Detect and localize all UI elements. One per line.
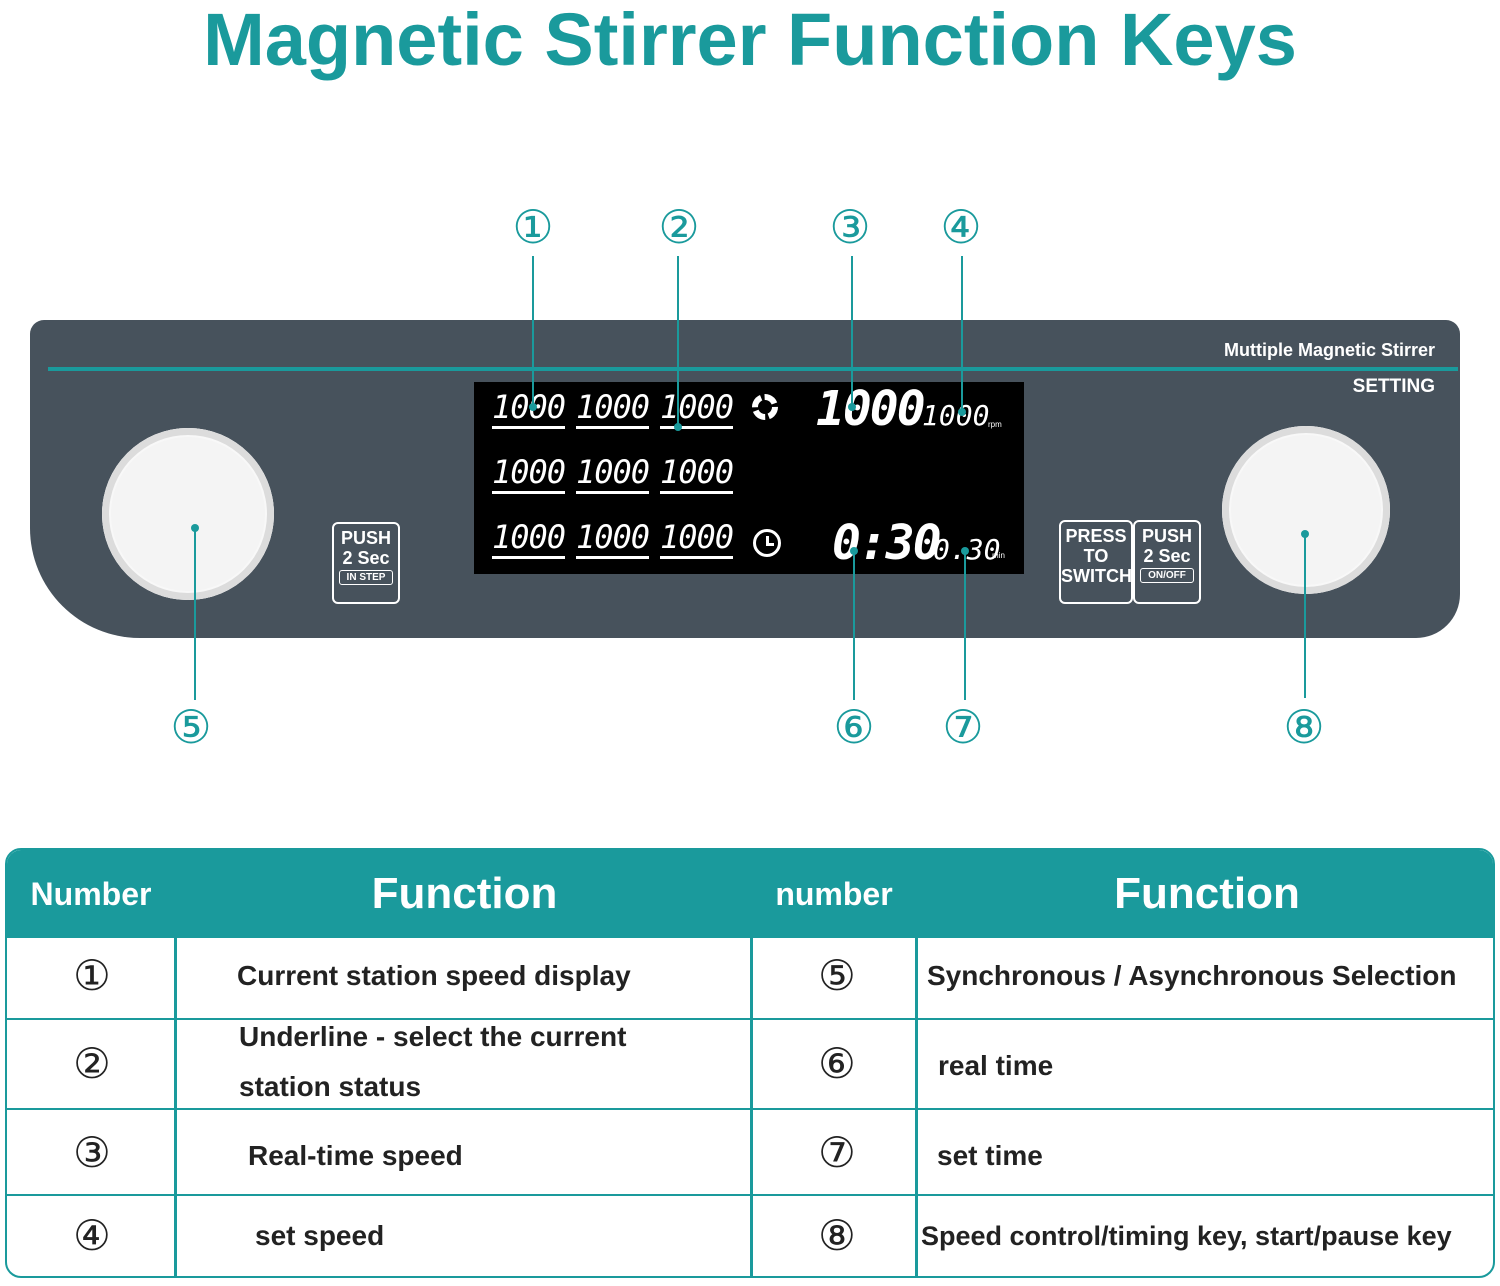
- in-step-button-line2: 2 Sec: [342, 548, 390, 568]
- column-divider: [174, 850, 177, 1276]
- callout-1: ①: [512, 200, 554, 254]
- leader-line-7: [964, 550, 966, 700]
- header-number-left: Number: [30, 876, 152, 912]
- speed-timing-knob[interactable]: [1222, 426, 1390, 594]
- row4-function-right: Speed control/timing key, start/pause ke…: [921, 1221, 1452, 1251]
- row1-number-left: ①: [73, 951, 111, 1000]
- row4-number-left: ④: [73, 1211, 111, 1260]
- row1-number-right: ⑤: [818, 951, 856, 1000]
- row-divider: [7, 1018, 1493, 1020]
- on-off-button-line1: PUSH: [1141, 526, 1192, 546]
- clock-icon: [753, 529, 781, 557]
- accent-stripe: [48, 367, 1458, 371]
- function-table: Number Function number Function ① Curren…: [5, 848, 1495, 1278]
- switch-button-line3: SWITCH: [1061, 566, 1132, 586]
- leader-line-4: [961, 256, 963, 411]
- column-divider: [915, 850, 918, 1276]
- row-divider: [7, 1108, 1493, 1110]
- callout-2: ②: [658, 200, 700, 254]
- callout-5: ⑤: [170, 700, 212, 754]
- header-function-left: Function: [371, 869, 558, 918]
- on-off-button-sub: ON/OFF: [1140, 568, 1194, 583]
- on-off-button-line2: 2 Sec: [1143, 546, 1191, 566]
- row2-function-right: real time: [938, 1050, 1054, 1081]
- row2-number-left: ②: [73, 1039, 111, 1088]
- leader-dot-1: [529, 403, 537, 411]
- realtime-time: 0:30: [832, 515, 942, 571]
- device-brand: Muttiple Magnetic Stirrer: [1223, 340, 1435, 360]
- row4-function-left: set speed: [255, 1220, 385, 1251]
- time-unit: min: [992, 551, 1005, 560]
- station-speed-6: 1000: [660, 455, 734, 494]
- station-speed-9: 1000: [660, 520, 734, 559]
- row2-number-right: ⑥: [818, 1039, 856, 1088]
- in-step-button-line1: PUSH: [340, 528, 391, 548]
- row3-function-right: set time: [937, 1140, 1043, 1171]
- leader-line-2: [677, 256, 679, 426]
- leader-dot-5: [191, 524, 199, 532]
- row1-function-right: Synchronous / Asynchronous Selection: [927, 960, 1457, 991]
- callout-8: ⑧: [1283, 700, 1325, 754]
- row1-function-left: Current station speed display: [237, 960, 631, 991]
- rotation-icon: [752, 394, 778, 420]
- row2-function-left-line1: Underline - select the current: [239, 1021, 627, 1052]
- callout-6: ⑥: [833, 700, 875, 754]
- switch-button[interactable]: PRESS TO SWITCH: [1059, 520, 1133, 604]
- leader-line-5: [194, 528, 196, 700]
- callout-7: ⑦: [942, 700, 984, 754]
- station-speed-2: 1000: [576, 390, 650, 429]
- leader-line-1: [532, 256, 534, 406]
- switch-button-line2: TO: [1083, 546, 1109, 566]
- setting-label: SETTING: [1352, 376, 1435, 397]
- leader-dot-4: [958, 408, 966, 416]
- row3-function-left: Real-time speed: [248, 1140, 463, 1171]
- station-speed-1: 1000: [492, 390, 566, 429]
- sync-async-knob[interactable]: [102, 428, 274, 600]
- leader-line-3: [851, 256, 853, 406]
- row3-number-left: ③: [73, 1128, 111, 1177]
- in-step-button[interactable]: PUSH 2 Sec IN STEP: [332, 522, 400, 604]
- station-speed-7: 1000: [492, 520, 566, 559]
- column-divider: [750, 850, 753, 1276]
- switch-button-line1: PRESS: [1065, 526, 1127, 546]
- on-off-button[interactable]: PUSH 2 Sec ON/OFF: [1133, 520, 1201, 604]
- row2-function-left-line2: station status: [239, 1071, 422, 1102]
- speed-unit: rpm: [988, 420, 1002, 429]
- in-step-button-sub: IN STEP: [339, 570, 393, 585]
- leader-line-6: [853, 550, 855, 700]
- leader-line-8: [1304, 533, 1306, 698]
- station-speed-3: 1000: [660, 390, 734, 429]
- station-speed-4: 1000: [492, 455, 566, 494]
- row-divider: [7, 1194, 1493, 1196]
- leader-dot-8: [1301, 530, 1309, 538]
- row3-number-right: ⑦: [818, 1128, 856, 1177]
- header-function-right: Function: [1114, 869, 1300, 918]
- realtime-speed: 1000: [816, 381, 926, 437]
- leader-dot-3: [848, 403, 856, 411]
- leader-dot-7: [961, 547, 969, 555]
- lcd-display: [474, 382, 1024, 574]
- callout-3: ③: [829, 200, 871, 254]
- set-speed: 1000: [922, 399, 990, 432]
- leader-dot-2: [674, 423, 682, 431]
- leader-dot-6: [850, 547, 858, 555]
- station-speed-5: 1000: [576, 455, 650, 494]
- station-speed-8: 1000: [576, 520, 650, 559]
- page-title: Magnetic Stirrer Function Keys: [203, 0, 1297, 81]
- row4-number-right: ⑧: [818, 1211, 856, 1260]
- callout-4: ④: [940, 200, 982, 254]
- header-number-right: number: [775, 876, 893, 912]
